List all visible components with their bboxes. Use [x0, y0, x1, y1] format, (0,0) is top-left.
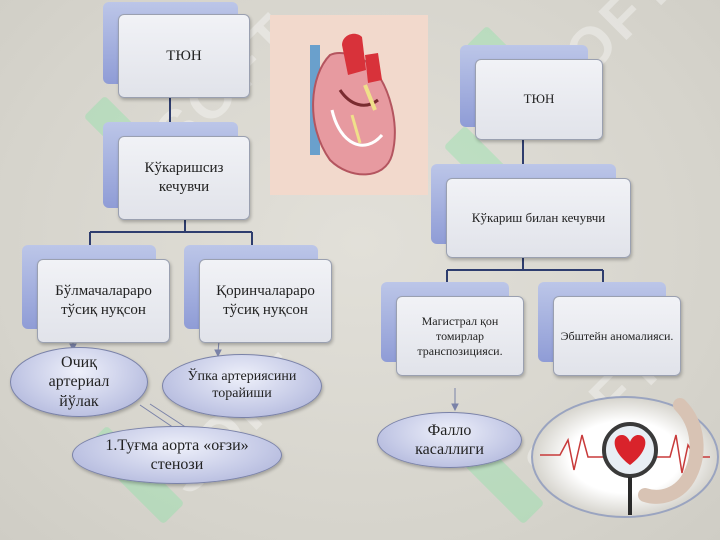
acyanotic-box: Кўкаришсиз кечувчи — [118, 136, 250, 220]
vsd-label: Қоринчалараро тўсиқ нуқсон — [216, 283, 315, 318]
heart-anatomy-image — [270, 15, 428, 195]
fallot-ellipse: Фалло касаллиги — [377, 412, 522, 468]
cyanotic-box: Кўкариш билан кечувчи — [446, 178, 631, 258]
stethoscope-heart-image — [530, 395, 720, 520]
left-root-label: ТЮН — [166, 47, 202, 64]
pulmonary-stenosis-label: Ўпка артериясини торайиши — [187, 369, 297, 401]
right-root-label: ТЮН — [523, 91, 555, 107]
left-root-box: ТЮН — [118, 14, 250, 98]
fallot-label: Фалло касаллиги — [415, 421, 484, 458]
asd-label: Бўлмачалараро тўсиқ нуқсон — [55, 283, 152, 318]
ebstein-label: Эбштейн аномалияси. — [560, 328, 674, 343]
aortic-stenosis-label: 1.Туғма аорта «оғзи» стенози — [105, 436, 249, 473]
pda-ellipse: Очиқ артериал йўлак — [10, 347, 148, 417]
acyanotic-label: Кўкаришсиз кечувчи — [144, 160, 224, 195]
ebstein-box: Эбштейн аномалияси. — [553, 296, 681, 376]
pda-label: Очиқ артериал йўлак — [48, 354, 110, 410]
tga-label: Магистрал қон томирлар транспозицияси. — [417, 313, 503, 358]
tga-box: Магистрал қон томирлар транспозицияси. — [396, 296, 524, 376]
pulmonary-stenosis-ellipse: Ўпка артериясини торайиши — [162, 354, 322, 418]
vsd-box: Қоринчалараро тўсиқ нуқсон — [199, 259, 332, 343]
cyanotic-label: Кўкариш билан кечувчи — [471, 209, 606, 225]
asd-box: Бўлмачалараро тўсиқ нуқсон — [37, 259, 170, 343]
right-root-box: ТЮН — [475, 59, 603, 140]
aortic-stenosis-ellipse: 1.Туғма аорта «оғзи» стенози — [72, 426, 282, 484]
